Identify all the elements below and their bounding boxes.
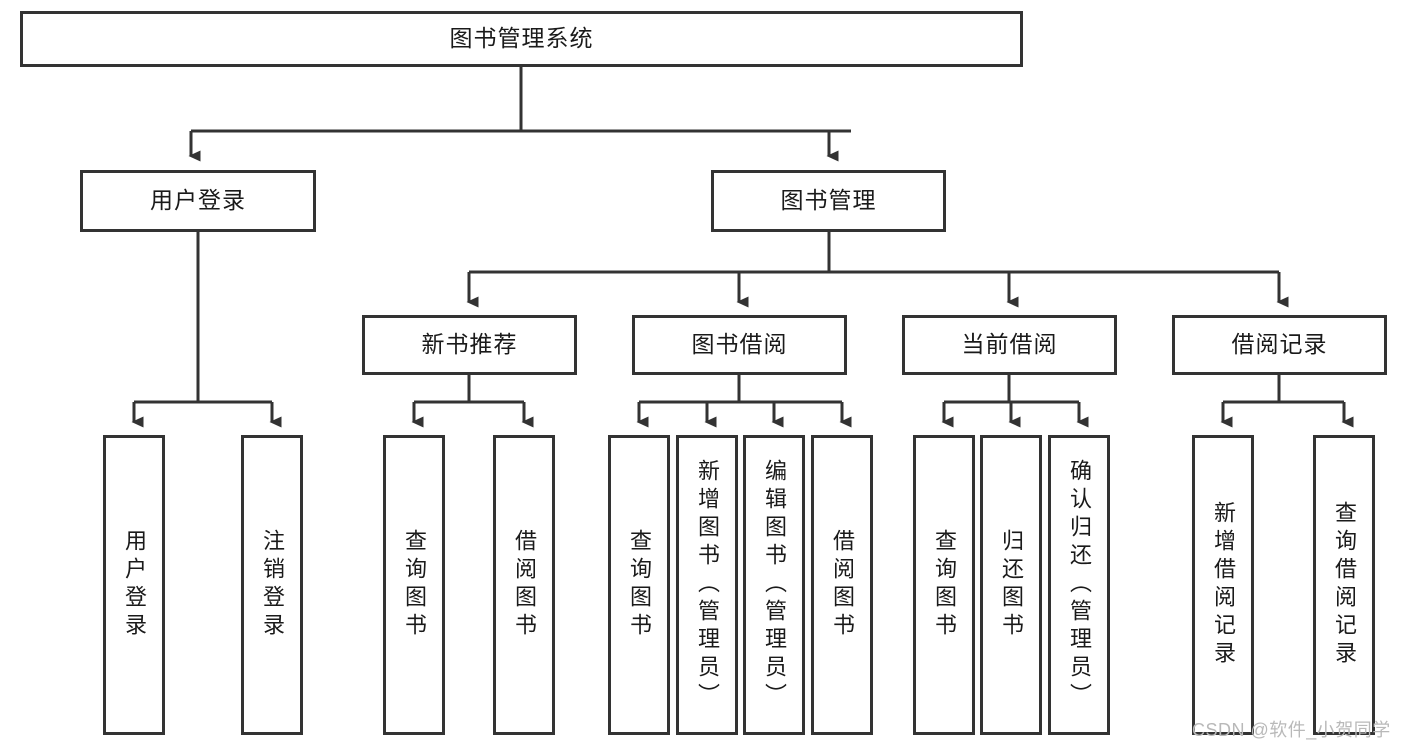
leaf-edit-book-admin[interactable]: 编辑图书（管理员）: [743, 435, 805, 735]
leaf-label: 查询图书: [627, 529, 652, 641]
leaf-label: 归还图书: [999, 529, 1024, 641]
node-current-borrow[interactable]: 当前借阅: [902, 315, 1117, 375]
node-label: 图书借阅: [691, 331, 788, 358]
node-label: 图书管理: [780, 187, 877, 214]
node-book-borrow[interactable]: 图书借阅: [632, 315, 847, 375]
leaf-query-book-borrow[interactable]: 查询图书: [608, 435, 670, 735]
node-label: 当前借阅: [961, 331, 1058, 358]
leaf-user-login[interactable]: 用户登录: [103, 435, 165, 735]
leaf-label: 编辑图书（管理员）: [762, 459, 787, 711]
leaf-return-book[interactable]: 归还图书: [980, 435, 1042, 735]
node-label: 新书推荐: [421, 331, 518, 358]
leaf-label: 新增图书（管理员）: [695, 459, 720, 711]
node-label: 用户登录: [150, 187, 246, 214]
leaf-confirm-return-admin[interactable]: 确认归还（管理员）: [1048, 435, 1110, 735]
node-new-book-recommend[interactable]: 新书推荐: [362, 315, 577, 375]
leaf-label: 确认归还（管理员）: [1067, 459, 1092, 711]
leaf-label: 用户登录: [122, 529, 147, 641]
node-label: 借阅记录: [1231, 331, 1328, 358]
leaf-borrow-book[interactable]: 借阅图书: [811, 435, 873, 735]
leaf-label: 查询图书: [402, 529, 427, 641]
node-user-login[interactable]: 用户登录: [80, 170, 316, 232]
leaf-label: 借阅图书: [830, 529, 855, 641]
node-root[interactable]: 图书管理系统: [20, 11, 1023, 67]
leaf-query-book-recommend[interactable]: 查询图书: [383, 435, 445, 735]
leaf-query-borrow-record[interactable]: 查询借阅记录: [1313, 435, 1375, 735]
leaf-label: 借阅图书: [512, 529, 537, 641]
node-book-management[interactable]: 图书管理: [711, 170, 946, 232]
node-label: 图书管理系统: [449, 25, 594, 52]
leaf-add-borrow-record[interactable]: 新增借阅记录: [1192, 435, 1254, 735]
leaf-label: 查询图书: [932, 529, 957, 641]
leaf-label: 新增借阅记录: [1211, 501, 1236, 669]
leaf-label: 查询借阅记录: [1332, 501, 1357, 669]
leaf-query-book-current[interactable]: 查询图书: [913, 435, 975, 735]
watermark: CSDN @软件_小贺同学: [1192, 720, 1391, 740]
node-borrow-records[interactable]: 借阅记录: [1172, 315, 1387, 375]
leaf-borrow-book-recommend[interactable]: 借阅图书: [493, 435, 555, 735]
leaf-label: 注销登录: [260, 529, 285, 641]
leaf-add-book-admin[interactable]: 新增图书（管理员）: [676, 435, 738, 735]
leaf-logout[interactable]: 注销登录: [241, 435, 303, 735]
